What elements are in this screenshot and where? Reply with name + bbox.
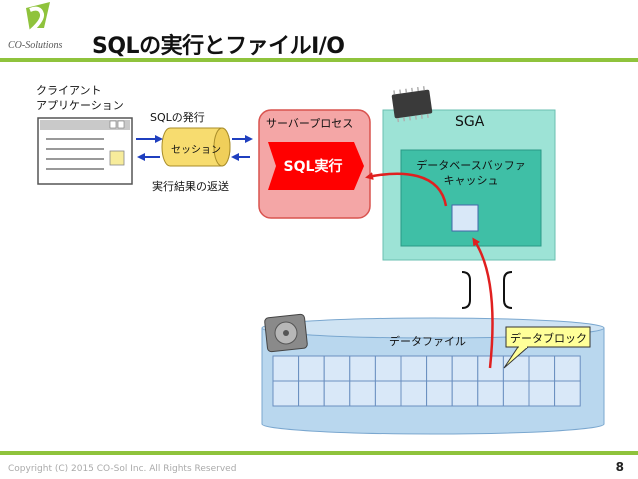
logo-text: CO-Solutions xyxy=(8,40,63,51)
sql-issue-label: SQLの発行 xyxy=(150,111,205,124)
data-block-cell xyxy=(298,380,325,407)
data-block-cell xyxy=(349,380,376,407)
data-block-cell xyxy=(374,355,402,382)
title-underline xyxy=(0,58,638,62)
datafile-label: データファイル xyxy=(389,335,466,348)
client-label-line1: クライアント xyxy=(36,84,102,97)
data-block-cell xyxy=(374,380,402,407)
cached-block xyxy=(451,204,479,232)
result-return-label: 実行結果の返送 xyxy=(152,180,229,193)
data-block-cell xyxy=(400,380,428,407)
sql-exec-label: SQL実行 xyxy=(283,159,343,175)
company-logo xyxy=(26,2,50,32)
client-label-line2: アプリケーション xyxy=(36,99,124,112)
data-block-cell xyxy=(451,380,479,407)
memory-chip-icon xyxy=(391,86,433,123)
data-block-cell xyxy=(272,355,300,382)
sga-label: SGA xyxy=(455,114,485,130)
hard-disk-icon xyxy=(264,313,308,353)
page-number: 8 xyxy=(615,460,624,474)
footer-copyright: Copyright (C) 2015 CO-Sol Inc. All Right… xyxy=(8,464,237,474)
arrow-block-to-cache xyxy=(472,237,494,369)
data-block-cell xyxy=(426,355,453,382)
server-process-label: サーバープロセス xyxy=(266,117,354,130)
logo-number-shape xyxy=(26,6,46,32)
data-block-callout xyxy=(503,326,591,369)
left-bracket xyxy=(461,271,471,309)
data-block-callout-label: データブロック xyxy=(510,332,587,345)
right-bracket xyxy=(503,271,513,309)
footer-bar xyxy=(0,451,638,455)
data-block-cell xyxy=(528,355,556,382)
data-block-cell xyxy=(272,380,300,407)
page-title: SQLの実行とファイルI/O xyxy=(92,34,345,59)
session-cylinder xyxy=(161,127,231,167)
data-block-cell xyxy=(426,380,453,407)
datafile-block-grid xyxy=(272,355,581,407)
data-block-cell xyxy=(554,380,581,407)
data-block-cell xyxy=(502,355,530,382)
data-block-cell xyxy=(298,355,325,382)
data-block-cell xyxy=(349,355,376,382)
data-block-cell xyxy=(323,380,351,407)
client-app-window-icon xyxy=(37,117,133,185)
data-block-cell xyxy=(477,380,504,407)
arrow-cache-to-server xyxy=(365,172,448,207)
data-block-cell xyxy=(502,380,530,407)
session-label: セッション xyxy=(171,145,221,156)
data-block-cell xyxy=(528,380,556,407)
data-block-cell xyxy=(323,355,351,382)
sql-exec-shape xyxy=(268,142,364,190)
buffer-cache-label-line1: データベースバッファ xyxy=(416,159,526,172)
data-block-cell xyxy=(451,355,479,382)
buffer-cache-label-line2: キャッシュ xyxy=(443,174,499,187)
data-block-cell xyxy=(400,355,428,382)
data-block-cell xyxy=(554,355,581,382)
